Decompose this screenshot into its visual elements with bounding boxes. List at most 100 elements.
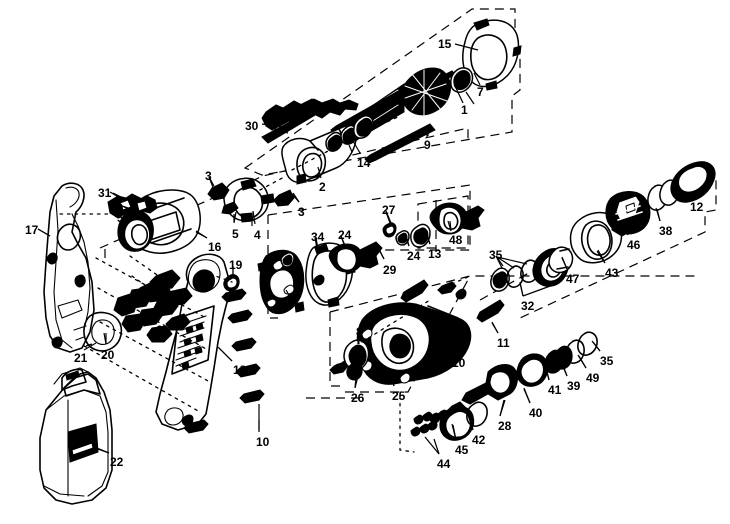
callout-45: 45 (455, 443, 469, 457)
part-30-brush-assembly (261, 98, 359, 144)
callout-31: 31 (98, 186, 112, 200)
leader-line-11 (491, 321, 499, 334)
callout-41: 41 (548, 383, 562, 397)
callout-29: 29 (383, 263, 397, 277)
callout-22: 22 (110, 455, 124, 469)
leader-line-5 (233, 211, 237, 224)
leader-line-26 (354, 375, 359, 389)
part-42-45-44-rings (410, 401, 488, 455)
part-4-brush-end-cap (223, 177, 275, 226)
part-3-brushes (207, 176, 300, 207)
callout-26: 26 (351, 391, 365, 405)
callout-8: 8 (356, 325, 363, 339)
part-48-clutch-assembly (429, 202, 485, 235)
leader-line-48 (447, 220, 452, 232)
part-12-chuck-cap (670, 161, 716, 203)
leader-line-14 (352, 140, 361, 154)
callout-42: 42 (472, 433, 486, 447)
callout-27: 27 (382, 203, 396, 217)
callout-7: 7 (477, 85, 484, 99)
callout-2: 2 (319, 180, 326, 194)
part-10-handle-screws (183, 288, 265, 434)
leader-line-2 (317, 166, 322, 179)
callout-3: 3 (298, 205, 305, 219)
callout-13: 13 (428, 247, 442, 261)
leader-line-35 (495, 255, 504, 267)
leader-line-24 (405, 234, 410, 247)
part-41-39-49-35-washers (516, 331, 601, 387)
leader-line-32 (519, 281, 524, 297)
callout-19: 19 (229, 258, 243, 272)
leader-line-28 (499, 399, 505, 417)
callout-16: 16 (208, 240, 222, 254)
leader-line-1 (454, 85, 464, 104)
part-46-gear (605, 191, 651, 236)
leader-line-47 (561, 257, 568, 270)
leader-line-10 (446, 341, 453, 354)
callout-48: 48 (449, 233, 463, 247)
leader-line-42 (467, 414, 474, 431)
leader-line-24 (340, 235, 346, 248)
leader-line-44 (433, 438, 440, 455)
leader-line-39 (560, 361, 568, 377)
callout-24: 24 (407, 249, 421, 263)
leader-line-7 (473, 72, 481, 86)
callout-35: 35 (489, 248, 503, 262)
callout-10: 10 (452, 356, 466, 370)
callout-14: 14 (357, 156, 371, 170)
callout-3: 3 (205, 169, 212, 183)
leader-line-45 (451, 423, 457, 441)
part-27-pin (382, 211, 397, 238)
callout-21: 21 (74, 351, 88, 365)
callout-39: 39 (567, 379, 581, 393)
leader-line-34 (314, 237, 318, 249)
part-18-handle-half (155, 253, 233, 431)
leader-line-38 (655, 207, 661, 222)
callout-38: 38 (659, 224, 673, 238)
gearcase-plate (257, 249, 305, 315)
leader-line-3 (208, 176, 215, 191)
callout-leader-lines (37, 43, 691, 455)
callout-30: 30 (245, 119, 259, 133)
callout-50: 50 (110, 201, 124, 215)
leader-line-6 (154, 307, 160, 322)
part-29-pinion (328, 241, 385, 273)
callout-34: 34 (311, 230, 325, 244)
part-15-baffle (462, 18, 522, 91)
leader-line-21 (83, 342, 97, 351)
callout-40: 40 (529, 406, 543, 420)
callout-20: 20 (101, 348, 115, 362)
leader-line-25 (390, 374, 395, 387)
leader-line-41 (544, 362, 550, 381)
callout-28: 28 (498, 419, 512, 433)
callout-5: 5 (232, 227, 239, 241)
callout-24: 24 (338, 228, 352, 242)
callout-46: 46 (627, 238, 641, 252)
callout-25: 25 (392, 389, 406, 403)
callout-9: 9 (424, 138, 431, 152)
callout-32: 32 (521, 299, 535, 313)
callout-15: 15 (438, 37, 452, 51)
callout-18: 18 (233, 363, 247, 377)
leader-line-51 (127, 214, 140, 219)
callout-10: 10 (256, 435, 270, 449)
leader-line-35 (591, 340, 601, 352)
leader-line-31 (109, 191, 123, 200)
callout-11: 11 (497, 336, 510, 350)
callout-4: 4 (254, 228, 261, 242)
part-22-battery (39, 367, 113, 505)
leader-line-13 (425, 231, 431, 245)
leader-line-29 (376, 245, 385, 260)
callout-43: 43 (605, 266, 619, 280)
leader-line-50 (121, 205, 135, 211)
leader-line-20 (103, 332, 107, 345)
callout-17: 17 (25, 223, 39, 237)
callout-44: 44 (437, 457, 451, 471)
leader-line-17 (37, 228, 51, 237)
callout-12: 12 (690, 200, 704, 214)
leader-line-22 (96, 447, 110, 454)
assembly-centerlines (59, 115, 471, 413)
part-9-screws (330, 89, 436, 164)
part-24-washer-a (280, 235, 347, 268)
